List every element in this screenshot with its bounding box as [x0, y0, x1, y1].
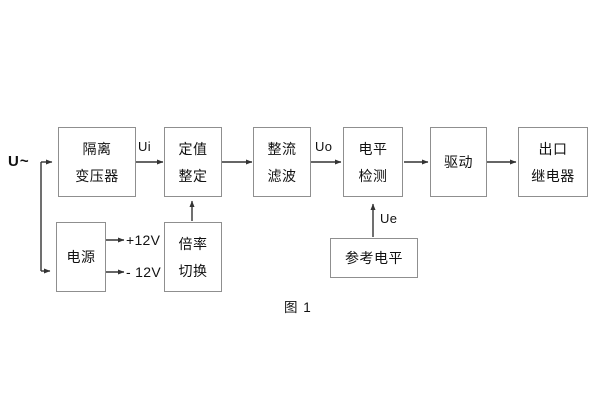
block-line-1: 电源 [66, 249, 96, 265]
block-output-relay[interactable]: 出口 继电器 [518, 127, 588, 197]
block-rectify-filter[interactable]: 整流 滤波 [253, 127, 311, 197]
voltage-label-negative: - 12V [126, 264, 161, 280]
block-line-2: 滤波 [267, 167, 297, 184]
signal-label-uo: Uo [315, 139, 333, 154]
block-isolation-transformer[interactable]: 隔离 变压器 [58, 127, 136, 197]
signal-label-ue: Ue [380, 211, 398, 226]
block-line-1: 定值 [178, 140, 208, 157]
block-reference-level[interactable]: 参考电平 [330, 238, 418, 278]
block-line-1: 电平 [358, 140, 388, 157]
block-line-1: 参考电平 [345, 250, 403, 266]
signal-label-ui: Ui [138, 139, 151, 154]
block-line-2: 检测 [358, 167, 388, 184]
block-line-1: 隔离 [82, 140, 112, 157]
block-setting-value[interactable]: 定值 整定 [164, 127, 222, 197]
block-drive[interactable]: 驱动 [430, 127, 487, 197]
block-line-1: 倍率 [178, 235, 208, 252]
block-line-1: 整流 [267, 140, 297, 157]
block-line-2: 变压器 [75, 167, 119, 184]
wire-input-branch [40, 159, 53, 274]
voltage-label-positive: +12V [126, 232, 161, 248]
block-line-2: 继电器 [531, 167, 575, 184]
block-line-2: 切换 [178, 262, 208, 279]
block-line-2: 整定 [178, 167, 208, 184]
block-line-1: 驱动 [444, 154, 473, 170]
input-label-u: U~ [8, 153, 30, 170]
block-power-supply[interactable]: 电源 [56, 222, 106, 292]
block-multiplier-switch[interactable]: 倍率 切换 [164, 222, 222, 292]
figure-caption: 图 1 [284, 300, 312, 315]
block-line-1: 出口 [538, 140, 568, 157]
block-level-detect[interactable]: 电平 检测 [343, 127, 403, 197]
